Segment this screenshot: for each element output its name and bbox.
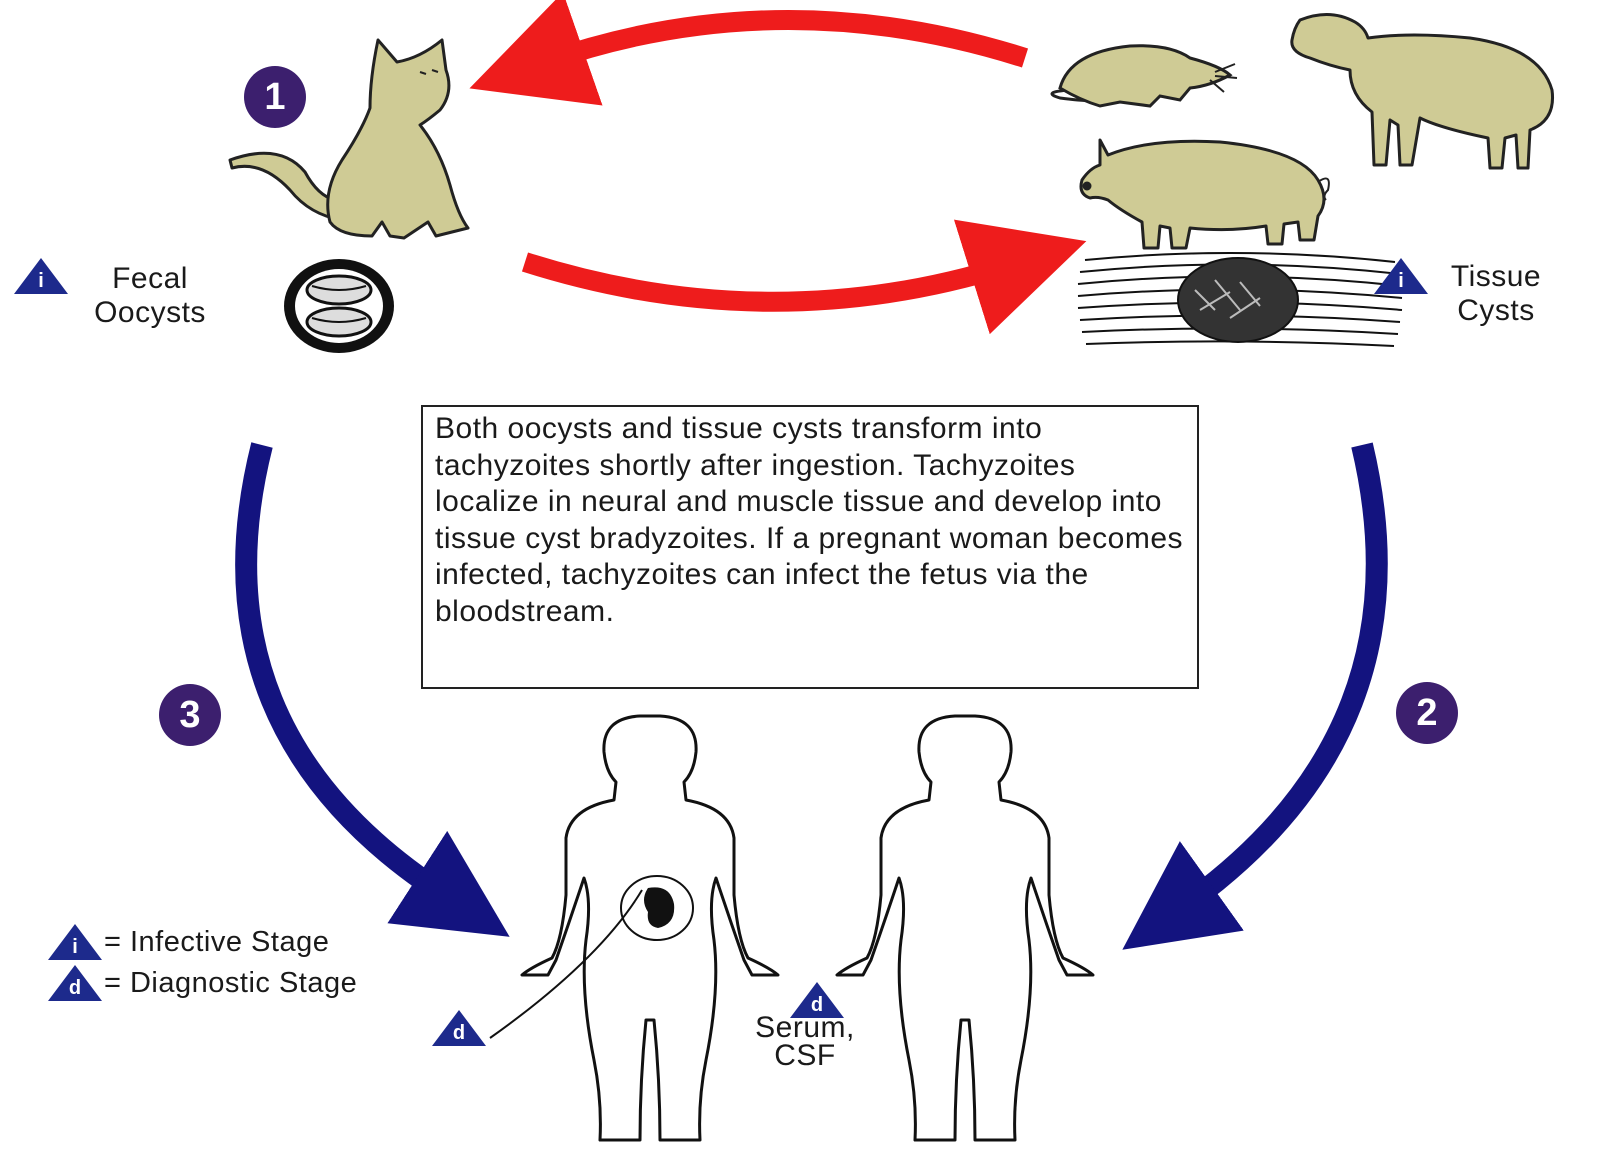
tissue-cysts-label: Tissue Cysts	[1432, 260, 1560, 328]
blue-arrow-3	[246, 445, 445, 895]
serum-csf-label: Serum, CSF	[740, 1014, 870, 1070]
step-1-marker: 1	[244, 66, 306, 128]
oocyst-icon	[284, 259, 394, 353]
step-3-marker: 3	[159, 684, 221, 746]
fecal-oocysts-label: Fecal Oocysts	[70, 262, 230, 330]
man-icon	[837, 716, 1093, 1140]
infective-stage-icon: i	[14, 258, 68, 294]
tissue-label-line2: Cysts	[1432, 294, 1560, 328]
infective-stage-icon: i	[1374, 258, 1428, 294]
legend-diagnostic-label: = Diagnostic Stage	[104, 967, 357, 1000]
diagnostic-stage-icon: d	[432, 1010, 486, 1046]
fetus-icon	[621, 876, 693, 940]
diagnostic-stage-icon: d	[48, 965, 102, 1001]
tissue-label-line1: Tissue	[1432, 260, 1560, 294]
info-text: Both oocysts and tissue cysts transform …	[435, 411, 1185, 630]
red-arrow-to-animals	[525, 262, 1010, 302]
red-arrow-to-cat	[545, 20, 1025, 62]
blue-arrow-2	[1185, 445, 1377, 905]
mouse-icon	[1052, 46, 1237, 106]
step-2-marker: 2	[1396, 682, 1458, 744]
sheep-icon	[1292, 14, 1553, 168]
serum-label-line2: CSF	[740, 1042, 870, 1070]
fecal-label-line2: Oocysts	[70, 296, 230, 330]
infective-stage-icon: i	[48, 924, 102, 960]
serum-label-line1: Serum,	[740, 1014, 870, 1042]
info-box: Both oocysts and tissue cysts transform …	[421, 405, 1199, 689]
tissue-cyst-icon	[1078, 253, 1402, 346]
fecal-label-line1: Fecal	[70, 262, 230, 296]
pig-icon	[1081, 140, 1329, 248]
legend-infective-label: = Infective Stage	[104, 926, 329, 959]
